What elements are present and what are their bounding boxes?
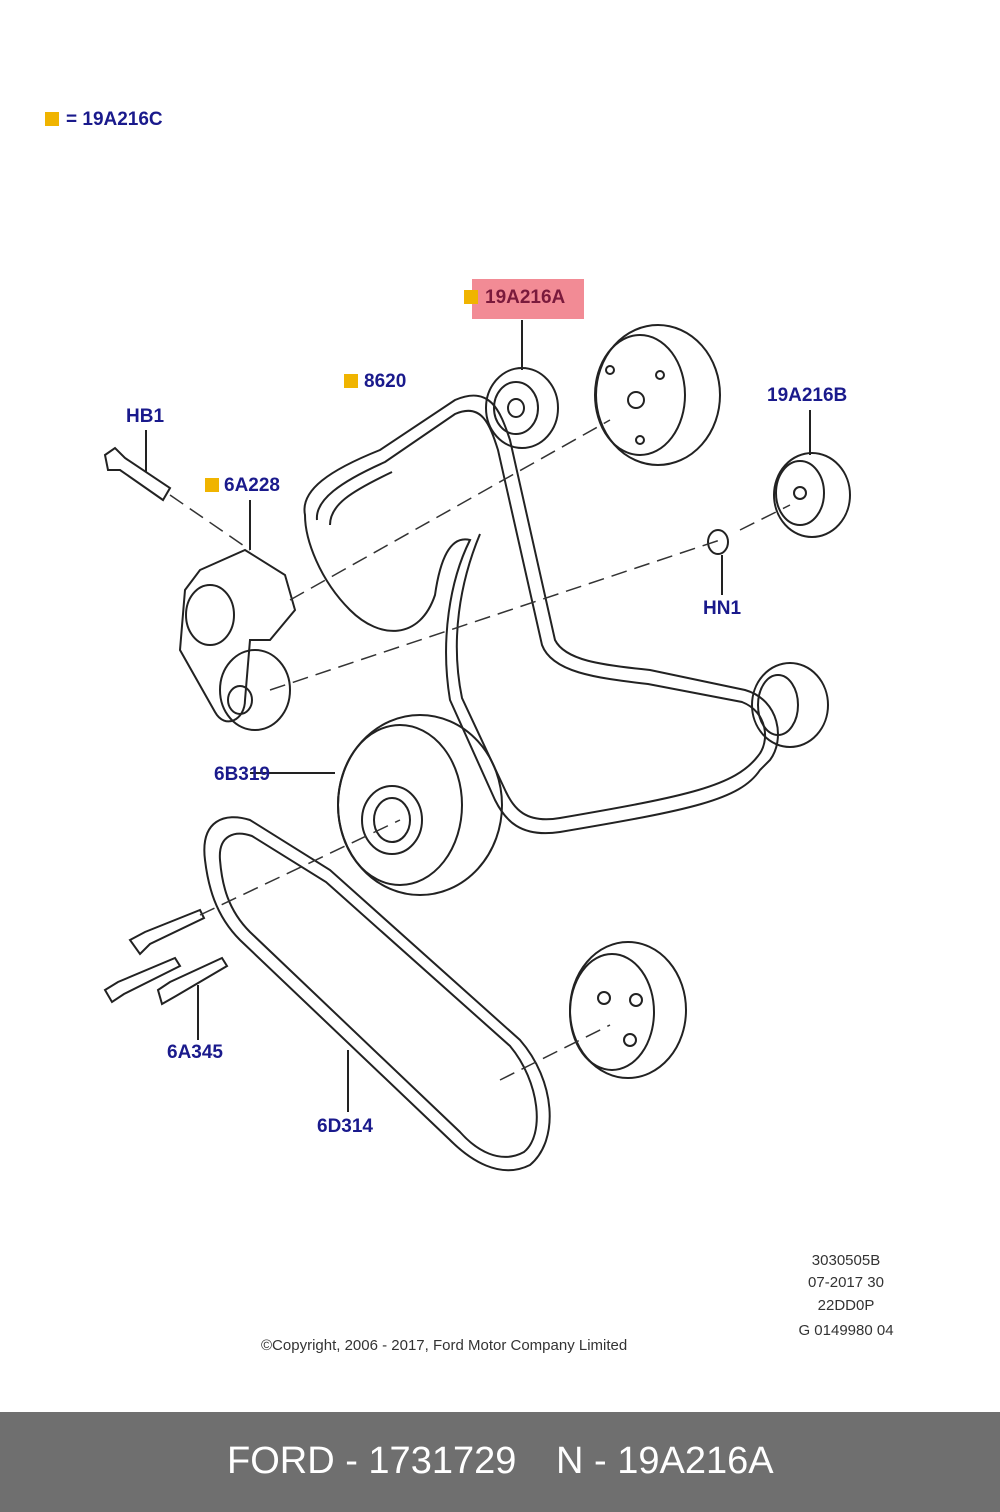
callout-6D314[interactable]: 6D314	[317, 1116, 373, 1137]
orange-square-icon	[205, 478, 219, 492]
callout-HN1[interactable]: HN1	[703, 598, 742, 619]
drawing-info-line: 07-2017 30	[808, 1274, 884, 1291]
drawing-info-line: 22DD0P	[817, 1297, 875, 1314]
tensioner-6A228	[178, 548, 297, 723]
belt-drive-diagram	[103, 320, 851, 1172]
callout-HB1[interactable]: HB1	[126, 406, 165, 427]
orange-square-icon	[344, 374, 358, 388]
footer-part-number: FORD - 1731729	[227, 1440, 517, 1482]
drawing-info-line: 3030505B	[811, 1252, 881, 1269]
callout-8620[interactable]: 8620	[364, 371, 407, 392]
copyright: ©Copyright, 2006 - 2017, Ford Motor Comp…	[261, 1337, 628, 1354]
idler-pulley-19A216B	[773, 452, 851, 538]
footer-bar: FORD - 1731729 N - 19A216A	[0, 1412, 1000, 1512]
callout-19A216B[interactable]: 19A216B	[767, 385, 848, 406]
footer-reference: N - 19A216A	[556, 1440, 774, 1482]
legend-text: = 19A216C	[66, 109, 163, 130]
highlight-box	[472, 279, 584, 319]
drive-belt-6D314	[203, 816, 551, 1172]
callout-6A345[interactable]: 6A345	[167, 1042, 223, 1063]
callout-6B319[interactable]: 6B319	[214, 764, 270, 785]
drawing-info-line: G 0149980 04	[798, 1322, 894, 1339]
drive-belt-8620	[303, 394, 779, 835]
callout-19A216A[interactable]: 19A216A	[485, 287, 566, 308]
callout-6A228[interactable]: 6A228	[224, 475, 280, 496]
orange-square-icon	[464, 290, 478, 304]
orange-square-icon	[45, 112, 59, 126]
